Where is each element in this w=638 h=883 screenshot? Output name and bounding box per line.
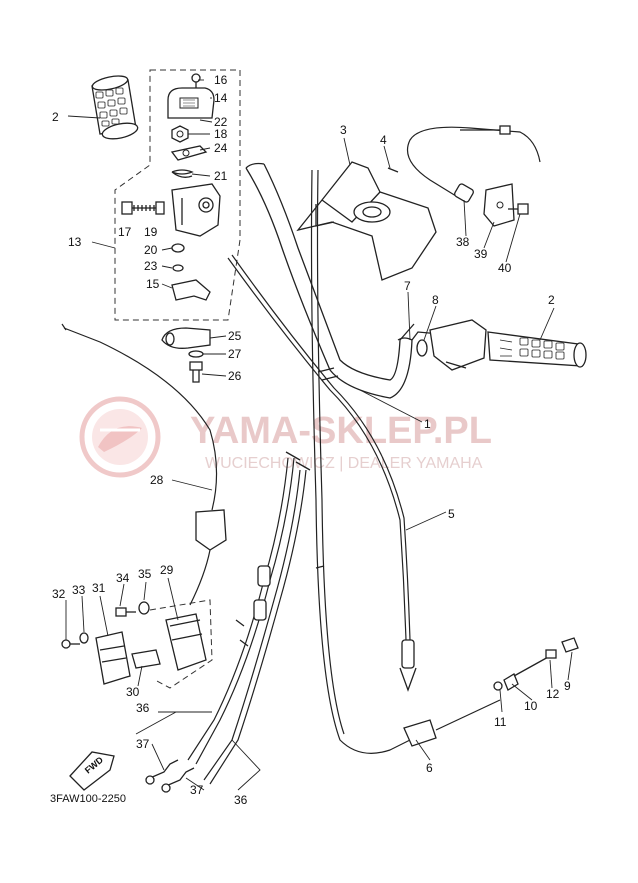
callout-6: 6 <box>426 761 433 775</box>
screw-16 <box>191 73 201 88</box>
leader-lines <box>65 79 573 791</box>
handlebar <box>245 162 441 399</box>
callout-22: 22 <box>214 115 228 129</box>
callout-40: 40 <box>498 261 512 275</box>
throttle-housing <box>171 183 221 237</box>
right-grip <box>487 331 587 368</box>
left-grip <box>91 75 139 140</box>
screw-32 <box>61 639 80 649</box>
washer-27 <box>188 350 204 358</box>
throttle-housing-cover <box>167 87 215 119</box>
choke-cable-top <box>406 125 541 203</box>
callout-29: 29 <box>160 563 174 577</box>
callout-8: 8 <box>432 293 439 307</box>
washer-35 <box>138 601 150 615</box>
bolt-40 <box>508 203 529 215</box>
callout-32: 32 <box>52 587 66 601</box>
washer-33 <box>79 632 89 644</box>
callout-34: 34 <box>116 571 130 585</box>
watermark-sub-text: WUCIECHOWICZ | DEALER YAMAHA <box>205 455 483 472</box>
plate-24 <box>170 145 208 161</box>
cable-28 <box>61 323 227 606</box>
callout-27: 27 <box>228 347 242 361</box>
callout-4: 4 <box>380 133 387 147</box>
nut-19 <box>155 201 165 215</box>
callout-38: 38 <box>456 235 470 249</box>
callout-36-bottom: 36 <box>234 793 248 807</box>
callout-36-top: 36 <box>136 701 150 715</box>
callout-25: 25 <box>228 329 242 343</box>
callout-23: 23 <box>144 259 158 273</box>
clamp-30 <box>131 649 161 669</box>
callout-21: 21 <box>214 169 228 183</box>
clip-4 <box>387 167 399 173</box>
callout-24: 24 <box>214 141 228 155</box>
twin-cables <box>187 451 311 785</box>
callout-13: 13 <box>68 235 82 249</box>
clamp-25 <box>161 327 211 349</box>
callout-31: 31 <box>92 581 106 595</box>
bracket-31 <box>95 631 131 685</box>
callout-7: 7 <box>404 279 411 293</box>
callout-2-left: 2 <box>52 110 59 124</box>
callout-11: 11 <box>494 715 507 729</box>
watermark: YAMA-SKLEP.PL WUCIECHOWICZ | DEALER YAMA… <box>79 396 492 478</box>
callout-26: 26 <box>228 369 242 383</box>
callout-19: 19 <box>144 225 158 239</box>
bolt-17 <box>121 201 158 215</box>
callout-5: 5 <box>448 507 455 521</box>
lever-15 <box>171 279 211 301</box>
callout-33: 33 <box>72 583 86 597</box>
callout-35: 35 <box>138 567 152 581</box>
adjuster-parts <box>493 637 579 691</box>
nut-18 <box>171 125 189 143</box>
callout-37-bottom: 37 <box>190 783 204 797</box>
switch-module <box>149 599 213 689</box>
bolt-26 <box>189 361 203 383</box>
callout-18: 18 <box>214 127 228 141</box>
callouts: 2 16 14 22 18 24 21 17 19 13 20 23 15 25… <box>52 73 571 807</box>
callout-1: 1 <box>424 417 431 431</box>
callout-2-right: 2 <box>548 293 555 307</box>
handlebar-cover <box>296 161 437 281</box>
callout-16: 16 <box>214 73 228 87</box>
watermark-main-text: YAMA-SKLEP.PL <box>190 410 492 452</box>
callout-10: 10 <box>524 699 538 713</box>
bracket-39 <box>483 183 515 227</box>
callout-39: 39 <box>474 247 488 261</box>
throttle-grip-assembly <box>397 319 487 371</box>
callout-14: 14 <box>214 91 228 105</box>
callout-12: 12 <box>546 687 560 701</box>
callout-37-top: 37 <box>136 737 150 751</box>
cable-6 <box>310 169 501 754</box>
fwd-arrow: FWD <box>69 751 115 791</box>
cable-5 <box>227 254 417 692</box>
spring-21 <box>171 169 194 178</box>
washer-23 <box>172 264 184 272</box>
washer-20 <box>171 243 185 253</box>
callout-28: 28 <box>150 473 164 487</box>
diagram-code: 3FAW100-2250 <box>50 793 126 805</box>
watermark-logo <box>79 396 161 478</box>
bolt-34 <box>115 607 136 617</box>
cable-ends-37 <box>145 759 195 793</box>
callout-9: 9 <box>564 679 571 693</box>
callout-20: 20 <box>144 243 158 257</box>
callout-3: 3 <box>340 123 347 137</box>
callout-15: 15 <box>146 277 160 291</box>
callout-30: 30 <box>126 685 140 699</box>
callout-17: 17 <box>118 225 132 239</box>
